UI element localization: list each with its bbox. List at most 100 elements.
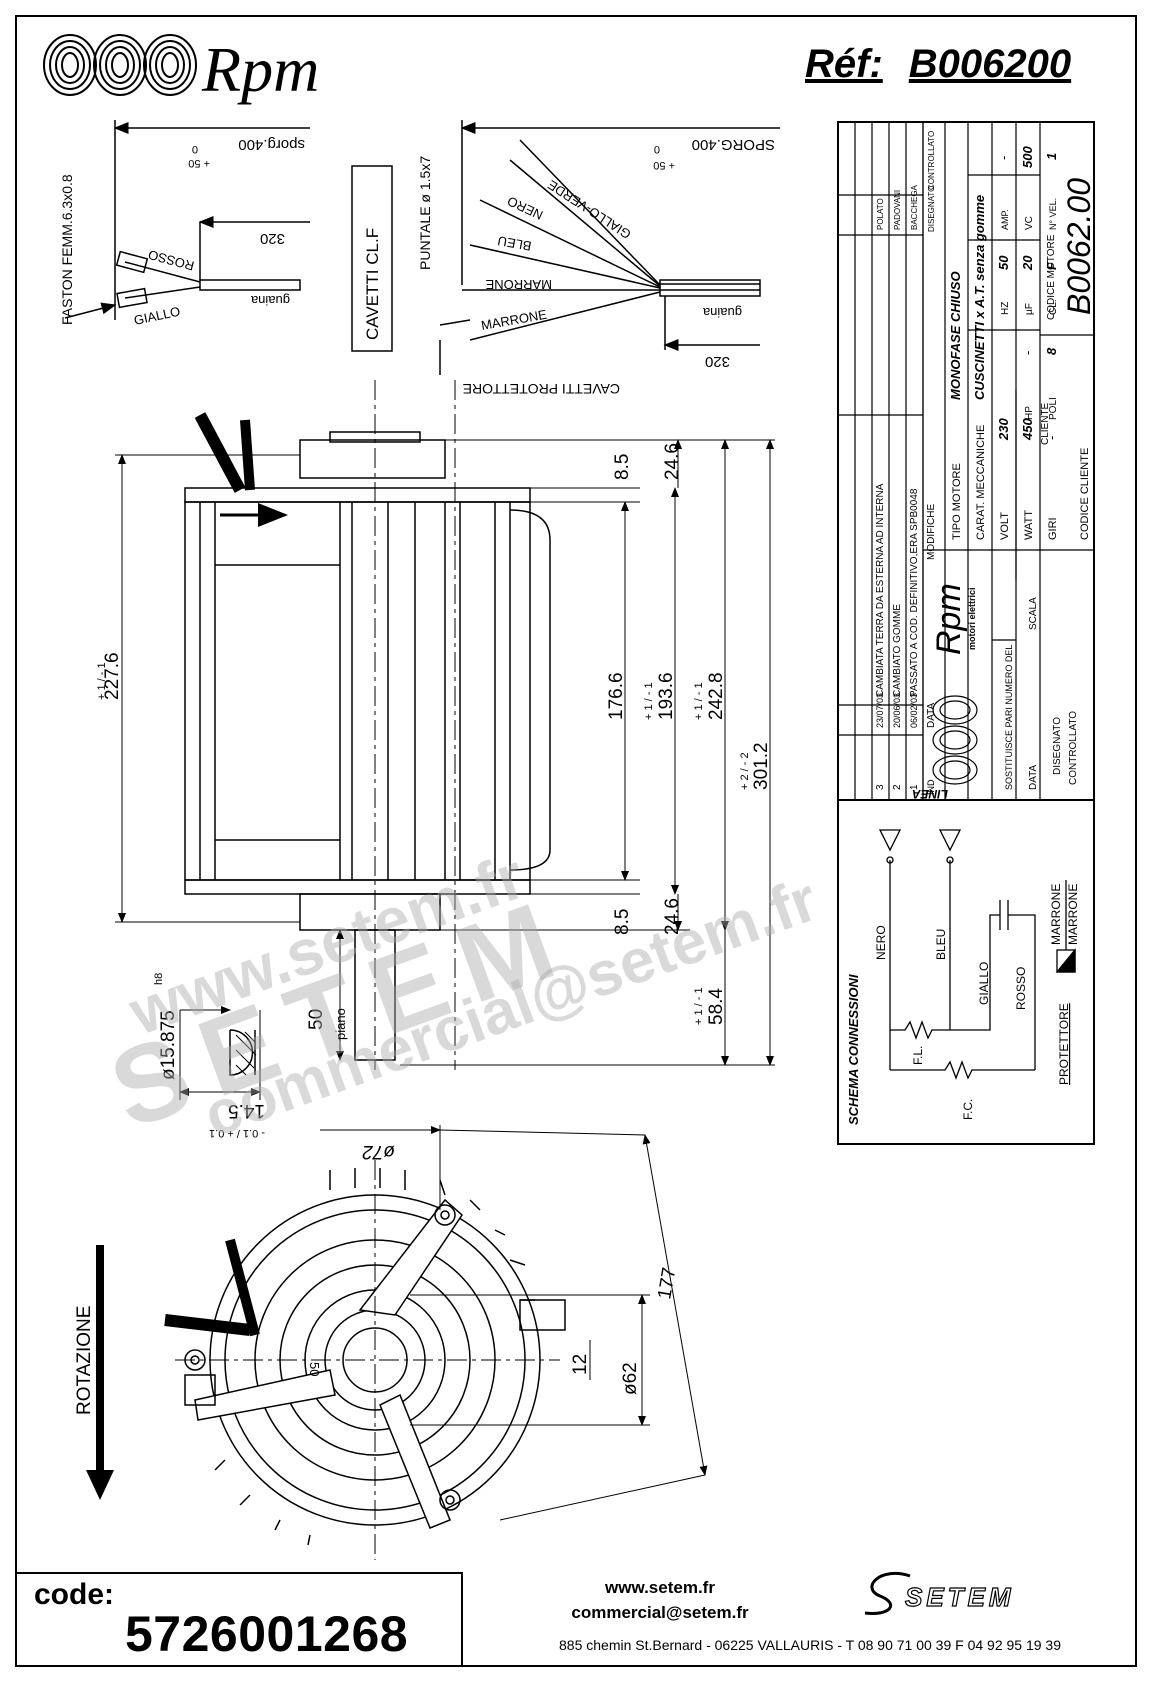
address: 885 chemin St.Bernard - 06225 VALLAURIS …	[559, 1637, 1061, 1653]
data-label: DATA	[1028, 764, 1039, 790]
dim-1766: 176.6	[606, 672, 627, 720]
wire-giallo-verde: GIALLO-VERDE	[545, 177, 634, 242]
dim-584: 58.4	[706, 988, 727, 1025]
carat: CUSCINETTI x A.T. senza gomme	[972, 195, 987, 400]
schema-rosso: ROSSO	[1014, 967, 1028, 1010]
schema-marrone-b: MARRONE	[1066, 884, 1080, 945]
rpm-coils-logo	[43, 34, 197, 96]
giri-label: GIRI	[1047, 517, 1059, 540]
code-box	[15, 1572, 463, 1667]
cl-label: CL.	[1048, 299, 1059, 315]
hz: 50	[996, 255, 1011, 270]
nvel: 1	[1044, 153, 1059, 160]
sig-padovani: PADOVANI	[893, 190, 902, 230]
left-dim-320: 320	[260, 230, 285, 247]
rev-3-date: 23/07/03	[875, 693, 885, 728]
cavetti-box-label: CAVETTI CL.F	[363, 228, 382, 340]
hz-label: HZ	[1000, 302, 1011, 315]
right-sporg: SPORG.400	[692, 136, 775, 153]
dim-85-bot: 8.5	[612, 909, 633, 935]
schema-title: SCHEMA CONNESSIONI	[846, 974, 861, 1125]
left-sporg: sporg.400	[238, 136, 305, 153]
volt-label: VOLT	[999, 512, 1011, 540]
dim-2428-tol: + 1 / - 1	[693, 682, 705, 720]
codice-cliente-label: CODICE CLIENTE	[1079, 448, 1091, 540]
hp-label: HP	[1024, 406, 1035, 420]
dim-shaft-diameter: ø15.875	[158, 1010, 179, 1080]
schema-fl: F.L.	[911, 1046, 925, 1065]
nvel-label: N° VEL.	[1048, 198, 1058, 230]
left-giallo: GIALLO	[133, 303, 182, 327]
connection-schema	[878, 829, 1076, 1080]
uf-label: µF	[1024, 303, 1035, 315]
watt-label: WATT	[1023, 510, 1035, 540]
rev-2-date: 20/06/03	[892, 693, 902, 728]
front-dimensions	[320, 1125, 708, 1521]
cavetti-protettore: CAVETTI PROTETTORE	[463, 381, 620, 397]
dim-145-tol: - 0.1 / + 0.1	[209, 1127, 265, 1139]
vc-label: VC	[1024, 216, 1035, 230]
cl: F	[1044, 261, 1059, 270]
giri: -	[1044, 436, 1059, 440]
schema-linea: LINEA	[912, 787, 948, 801]
right-sporg-tol-hi: + 50	[653, 159, 675, 171]
rev-head-ind: IND	[926, 779, 936, 795]
tipo-motore-label: TIPO MOTORE	[951, 463, 963, 540]
cable-detail-left	[64, 120, 310, 320]
sostituisce-label: SOSTITUISCE PARI NUMERO DEL	[1004, 645, 1014, 790]
sig-polato: POLATO	[876, 198, 885, 230]
scala-label: SCALA	[1028, 597, 1039, 630]
cable-detail-right	[439, 120, 780, 375]
website-link[interactable]: www.setem.fr	[605, 1578, 715, 1597]
dim-246-top: 24.6	[662, 443, 683, 480]
rev-2-ind: 2	[892, 784, 903, 790]
codice-motore-label: CODICE MOTORE	[1046, 234, 1057, 320]
rev-1-ind: 1	[909, 784, 920, 790]
right-sporg-tol-lo: 0	[654, 143, 660, 155]
drawing-sheet	[15, 15, 1137, 1667]
ref-number: B006200	[908, 42, 1072, 86]
dim-1936: 193.6	[656, 672, 677, 720]
rotazione-label: ROTAZIONE	[74, 1306, 95, 1415]
sig-bacchega: BACCHEGA	[910, 184, 919, 230]
email-link[interactable]: commercial@setem.fr	[571, 1603, 749, 1622]
wire-marrone-1: MARRONE	[485, 277, 552, 292]
shaft-section	[229, 1029, 257, 1076]
dim-50-shaft: 50	[306, 1009, 327, 1030]
right-dim-320: 320	[705, 353, 730, 370]
schema-protettore: PROTETTORE	[1057, 1003, 1071, 1085]
motor-side-view	[184, 380, 551, 1070]
right-guaina: guaina	[702, 305, 742, 320]
dim-1936-tol: + 1 / - 1	[643, 682, 655, 720]
amp-label: AMP.	[1000, 209, 1010, 230]
dim-246-bot: 24.6	[662, 898, 683, 935]
poli-label: POLI	[1048, 397, 1059, 420]
watt: 450	[1020, 418, 1035, 441]
rev-head-mod: MODIFICHE	[926, 504, 937, 560]
amp: -	[996, 156, 1011, 160]
code-label: code:	[34, 1578, 115, 1611]
schema-nero: NERO	[874, 925, 888, 960]
rotation-arrow-head	[86, 1470, 114, 1500]
cavetti-box	[351, 165, 393, 352]
code-number: 5726001268	[125, 1606, 409, 1662]
disegnato-label: DISEGNATO	[1052, 717, 1063, 775]
rev-3-mod: CAMBIATA TERRA DA ESTERNA AD INTERNA	[875, 483, 886, 697]
cliente-label: CLIENTE	[1040, 402, 1051, 445]
codice-motore: B0062.00	[1061, 178, 1097, 315]
rev-3-ind: 3	[875, 784, 886, 790]
side-dimensions	[115, 439, 775, 1100]
reference: Réf:B006200	[805, 42, 1071, 87]
wire-nero: NERO	[505, 193, 545, 222]
puntale-label: PUNTALE ø 1.5x7	[417, 156, 433, 270]
uf: 20	[1020, 255, 1035, 271]
carat-label: CARAT. MECCANICHE	[975, 425, 987, 540]
brand-name: Rpm	[202, 34, 320, 105]
title-block-coils	[932, 695, 978, 785]
sig-head-controllato: CONTROLLATO	[927, 131, 936, 190]
tipo-motore: MONOFASE CHIUSO	[948, 271, 963, 400]
schema-fc: F.C.	[961, 1099, 975, 1120]
volt: 230	[996, 418, 1011, 441]
poli: 8	[1044, 347, 1059, 355]
schema-marrone-a: MARRONE	[1049, 884, 1063, 945]
